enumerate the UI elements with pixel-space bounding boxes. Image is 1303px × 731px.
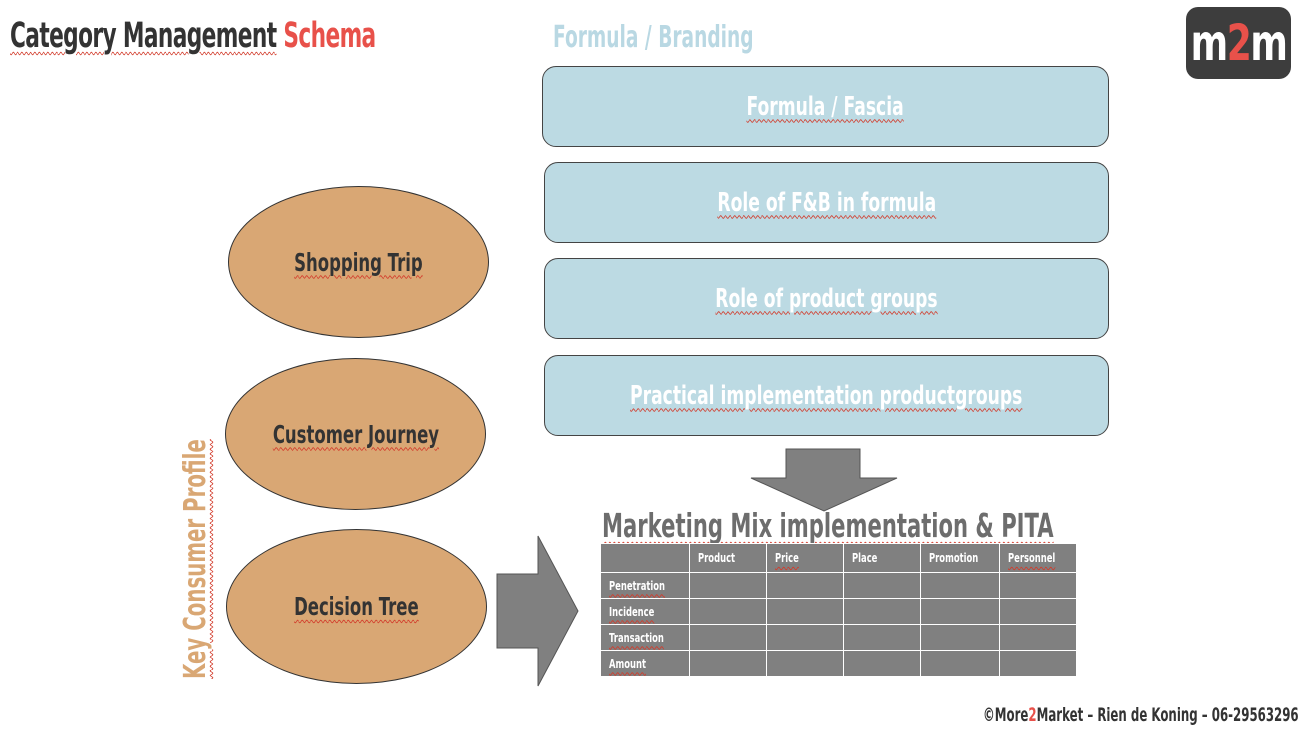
key-consumer-profile-label: Key Consumer Profile xyxy=(178,439,213,679)
footer-suffix: Market – Rien de Koning – 06-29563296 xyxy=(1036,704,1299,726)
row-label-cell: Penetration xyxy=(599,572,691,599)
marketing-mix-table: Product Price Place Promotion Personnel … xyxy=(599,543,1078,677)
footer-credit: ©More2Market – Rien de Koning – 06-29563… xyxy=(983,704,1299,726)
oval-customer-journey: Customer Journey xyxy=(225,358,486,510)
footer-prefix: ©More xyxy=(983,704,1029,726)
table-cell xyxy=(843,598,922,625)
formula-box-label: Role of F&B in formula xyxy=(717,187,936,218)
table-header-cell: Place xyxy=(843,543,922,573)
table-cell xyxy=(843,650,922,677)
table-cell xyxy=(999,598,1078,625)
marketing-mix-heading: Marketing Mix implementation & PITA xyxy=(602,506,1054,545)
title-accent: Schema xyxy=(283,16,376,56)
table-header-cell: Product xyxy=(689,543,768,573)
logo-two: 2 xyxy=(1226,14,1252,72)
table-header-cell: Price xyxy=(766,543,845,573)
logo-m-right: m xyxy=(1250,14,1288,72)
formula-box-practical-implementation: Practical implementation productgroups xyxy=(544,355,1109,436)
table-cell xyxy=(843,624,922,651)
table-header-cell: Personnel xyxy=(999,543,1078,573)
m2m-logo: m2m xyxy=(1186,7,1291,79)
table-cell xyxy=(766,650,845,677)
table-cell xyxy=(920,624,1001,651)
row-label-cell: Amount xyxy=(599,650,691,677)
table-cell xyxy=(920,598,1001,625)
formula-box-label: Formula / Fascia xyxy=(746,91,905,122)
footer-two: 2 xyxy=(1028,704,1037,726)
row-label-cell: Transaction xyxy=(599,624,691,651)
oval-decision-tree: Decision Tree xyxy=(226,529,487,684)
table-header-cell: Promotion xyxy=(920,543,1001,573)
title-main: Category Management xyxy=(10,16,277,56)
table-row: Penetration xyxy=(599,572,1078,599)
row-label-cell: Incidence xyxy=(599,598,691,625)
table-cell xyxy=(766,572,845,599)
oval-label: Customer Journey xyxy=(272,419,439,449)
formula-box-label: Role of product groups xyxy=(715,283,938,314)
formula-box-fascia: Formula / Fascia xyxy=(542,66,1109,147)
table-row: Transaction xyxy=(599,624,1078,651)
table-cell xyxy=(843,572,922,599)
table-cell xyxy=(689,572,768,599)
oval-label: Shopping Trip xyxy=(294,247,423,277)
table-cell xyxy=(920,650,1001,677)
formula-box-label: Practical implementation productgroups xyxy=(630,380,1023,411)
formula-box-role-fb: Role of F&B in formula xyxy=(544,162,1109,243)
branding-header: Formula / Branding xyxy=(553,20,754,55)
table-row: Incidence xyxy=(599,598,1078,625)
table-cell xyxy=(999,650,1078,677)
oval-label: Decision Tree xyxy=(294,592,419,621)
table-cell xyxy=(999,572,1078,599)
table-cell xyxy=(920,572,1001,599)
table-header-row: Product Price Place Promotion Personnel xyxy=(599,543,1078,573)
table-cell xyxy=(999,624,1078,651)
table-cell xyxy=(689,598,768,625)
table-header-cell xyxy=(599,543,691,573)
formula-box-role-product-groups: Role of product groups xyxy=(544,258,1109,339)
oval-shopping-trip: Shopping Trip xyxy=(228,186,489,338)
table-cell xyxy=(689,650,768,677)
arrow-right-icon xyxy=(496,535,579,687)
page-title: Category Management Schema xyxy=(10,16,376,56)
table-cell xyxy=(689,624,768,651)
table-cell xyxy=(766,624,845,651)
table-cell xyxy=(766,598,845,625)
arrow-down-icon xyxy=(750,448,898,512)
logo-m-left: m xyxy=(1190,14,1229,72)
table-row: Amount xyxy=(599,650,1078,677)
